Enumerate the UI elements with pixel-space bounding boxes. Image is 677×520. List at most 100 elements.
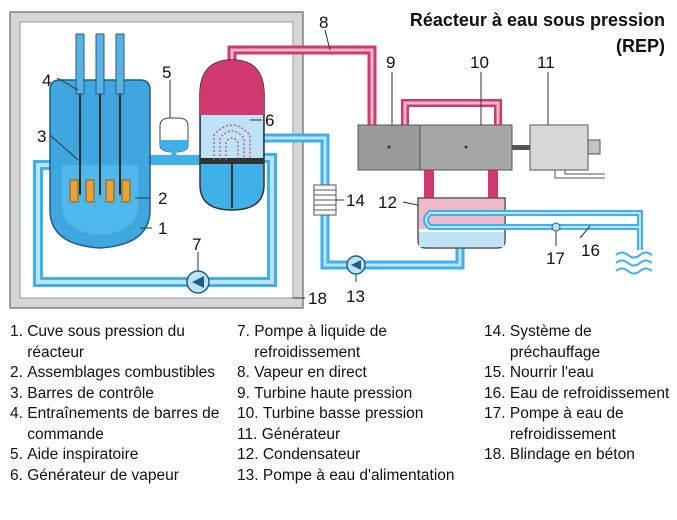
callout-9: 9 [386, 53, 395, 72]
legend-number: 17. [484, 405, 510, 422]
legend-item: 18. Blindage en béton [484, 445, 674, 466]
legend-text: Turbine haute pression [254, 384, 413, 402]
fuel-assembly-2 [85, 179, 95, 203]
crossover-steam-pipe [401, 99, 502, 125]
callout-14: 14 [346, 191, 365, 210]
legend-number: 5. [10, 446, 28, 463]
callout-1: 1 [158, 219, 167, 238]
legend-number: 11. [237, 425, 262, 443]
callout-10: 10 [470, 53, 489, 72]
callout-16: 16 [581, 241, 600, 260]
legend-number: 3. [10, 384, 28, 402]
cooling-water-pipe-light [425, 212, 641, 250]
legend-item: 13. Pompe à eau d'alimentation [237, 466, 467, 487]
legend-item: 14. Système de préchauffage [484, 322, 674, 363]
diagram-title: Réacteur à eau sous pression [409, 10, 665, 30]
legend-item: 3. Barres de contrôle [10, 384, 225, 405]
generator-terminal [587, 139, 601, 155]
callout-6: 6 [265, 111, 274, 130]
legend-item: 6. Générateur de vapeur [10, 466, 225, 487]
legend-number: 10. [237, 405, 263, 422]
diagram-title-abbrev: (REP) [616, 36, 665, 56]
fuel-assembly-4 [121, 179, 131, 203]
legend-text: Condensateur [262, 446, 361, 463]
preheater [313, 184, 337, 216]
legend-text: Aide inspiratoire [27, 446, 139, 463]
callout-18: 18 [308, 289, 327, 308]
legend-text: Assemblages combustibles [27, 364, 216, 381]
fuel-assembly-1 [69, 179, 79, 203]
diagram-svg: 1 2 3 4 5 6 7 8 9 10 11 12 13 14 16 17 1… [9, 11, 653, 309]
feedwater-pump-arrow [351, 260, 361, 270]
legend-item: 1. Cuve sous pression du réacteur [10, 322, 225, 363]
legend-number: 14. [484, 323, 510, 340]
legend-text: Nourrir l'eau [509, 364, 594, 381]
legend-text: Générateur [261, 425, 341, 443]
legend-text: Cuve sous pression du réacteur [27, 323, 185, 361]
control-rod-drive-2 [95, 33, 105, 95]
legend-text: Turbine basse pression [262, 405, 424, 422]
callout-12: 12 [378, 193, 397, 212]
exhaust-right [488, 170, 498, 198]
legend-number: 1. [10, 323, 28, 340]
power-lines [554, 170, 605, 179]
feedwater-pipe-light [262, 136, 462, 267]
generator [529, 124, 589, 171]
legend-item: 8. Vapeur en direct [237, 363, 467, 384]
legend-item: 2. Assemblages combustibles [10, 363, 225, 384]
condenser-water [419, 232, 504, 247]
leader-lines [49, 29, 591, 299]
legend-item: 4. Entraînements de barres de commande [10, 404, 225, 445]
shaft [512, 145, 530, 150]
legend-item: 7. Pompe à liquide de refroidissement [237, 322, 467, 363]
sg-tube-bundle [213, 124, 251, 160]
legend-text: Vapeur en direct [254, 364, 367, 381]
fuel-assembly-3 [105, 179, 115, 203]
legend-text: Générateur de vapeur [27, 466, 179, 484]
steam-dome [200, 60, 264, 115]
callout-2: 2 [158, 189, 167, 208]
pressurizer-water [160, 140, 188, 152]
lp-turbine-hub [464, 145, 468, 149]
legend-number: 9. [237, 384, 255, 402]
callout-11: 11 [537, 53, 555, 72]
legend-text: Pompe à liquide de refroidissement [254, 323, 387, 361]
hp-turbine-hub [387, 145, 391, 149]
legend-text: Entraînements de barres de commande [27, 405, 220, 443]
legend-item: 5. Aide inspiratoire [10, 445, 225, 466]
legend-text: Pompe à eau de refroidissement [509, 405, 624, 443]
legend-number: 18. [484, 446, 510, 463]
reactor-diagram: 1 2 3 4 5 6 7 8 9 10 11 12 13 14 16 17 1… [9, 10, 665, 309]
legend-text: Pompe à eau d'alimentation [262, 466, 455, 484]
legend-number: 7. [237, 323, 255, 340]
legend-item: 10. Turbine basse pression [237, 404, 467, 425]
crossover-steam-pipe-light [403, 101, 500, 125]
callout-17: 17 [546, 249, 565, 268]
legend-number: 6. [10, 466, 28, 484]
legend-text: Système de préchauffage [509, 323, 601, 361]
control-rod-drive-3 [115, 33, 125, 95]
legend-item: 17. Pompe à eau de refroidissement [484, 404, 674, 445]
legend-text: Eau de refroidissement [509, 384, 670, 402]
legend-item: 9. Turbine haute pression [237, 384, 467, 405]
exhaust-left [424, 170, 434, 198]
callout-3: 3 [37, 127, 46, 146]
legend-item: 16. Eau de refroidissement [484, 384, 674, 405]
cooling-water-pump [551, 222, 561, 232]
callout-7: 7 [192, 235, 201, 254]
callout-4: 4 [42, 71, 51, 90]
legend-number: 12. [237, 446, 263, 463]
legend-number: 15. [484, 364, 510, 381]
water-waves-icon [615, 251, 653, 275]
legend-text: Barres de contrôle [27, 384, 154, 402]
legend-number: 13. [237, 466, 263, 484]
legend-number: 8. [237, 364, 255, 381]
legend-number: 4. [10, 405, 28, 422]
callout-5: 5 [162, 63, 171, 82]
callout-8: 8 [319, 13, 328, 32]
coolant-pump-arrow [192, 276, 204, 288]
callout-13: 13 [346, 287, 365, 306]
